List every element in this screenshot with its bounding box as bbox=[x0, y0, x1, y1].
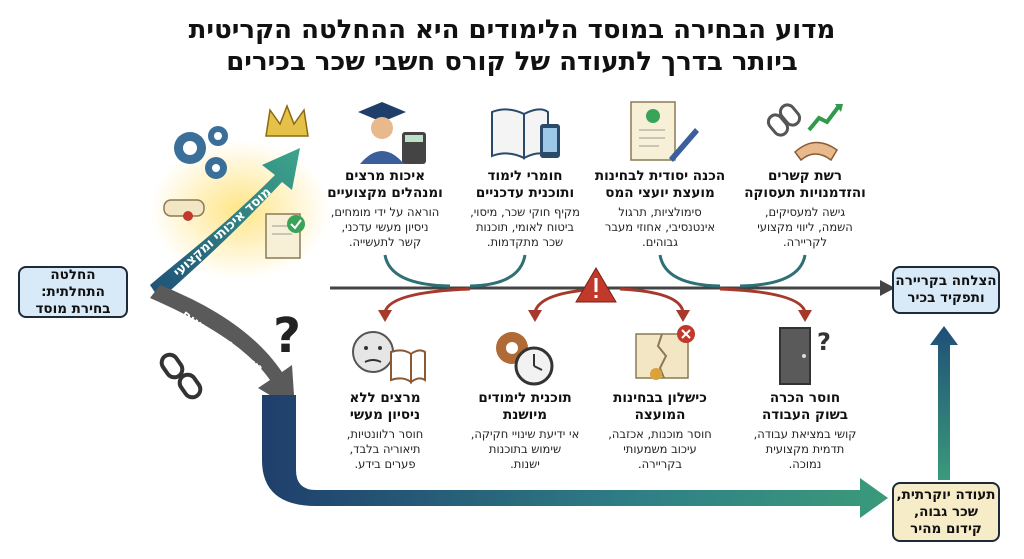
card-desc: אי ידיעת שינויי חקיקה, bbox=[470, 427, 580, 441]
book-tablet-icon bbox=[491, 108, 560, 160]
scroll-icon bbox=[163, 199, 205, 221]
page-title-line2: ביותר בדרך לתעודה של קורס חשבי שכר בכירי… bbox=[226, 47, 798, 77]
svg-text:?: ? bbox=[273, 308, 301, 364]
certificate-check-icon bbox=[265, 213, 305, 259]
card-title: ניסיון מעשי bbox=[349, 407, 421, 423]
card-title: איכות מרצים bbox=[344, 168, 426, 184]
card-title: תוכנית לימודים bbox=[478, 390, 572, 406]
card-title: מרצים ללא bbox=[349, 390, 421, 406]
card-desc: שימוש בתוכנות bbox=[488, 442, 562, 456]
card-desc: גבוהים. bbox=[642, 235, 678, 249]
graduate-calculator-icon bbox=[358, 102, 426, 164]
card-desc: ניסיון מעשי עדכני, bbox=[341, 220, 429, 234]
card-desc: הוראה על ידי מומחים, bbox=[330, 205, 440, 219]
card-desc: תיאוריה בלבד, bbox=[349, 442, 421, 456]
success-box-line1: הצלחה בקריירה bbox=[895, 273, 997, 289]
card-desc: בקריירה. bbox=[637, 457, 683, 471]
card-title: מיושנת bbox=[503, 407, 547, 423]
card-desc: גישה למעסיקים, bbox=[764, 205, 846, 219]
negative-card-no-recognition: חוסר הכרה בשוק העבודה קושי במציאת עבודה,… bbox=[735, 390, 875, 472]
handshake-chain-icon bbox=[766, 103, 843, 162]
card-desc: סימולציות, תרגול bbox=[618, 205, 702, 219]
card-title: ותוכנית עדכניים bbox=[475, 185, 575, 201]
quality-path-arrow bbox=[150, 148, 300, 300]
diploma-box-line2: שכר גבוה, bbox=[914, 503, 979, 520]
card-desc: מקיף חוקי שכר, מיסוי, bbox=[470, 205, 580, 219]
card-title: בשוק העבודה bbox=[761, 407, 849, 423]
card-title: רשת קשרים bbox=[768, 168, 842, 184]
diploma-box: תעודה יוקרתית, שכר גבוה, קידום מהיר bbox=[892, 482, 1000, 542]
torn-certificate-icon bbox=[635, 325, 695, 380]
positive-card-exam-prep: הכנה יסודית לבחינות מועצת יועצי המס סימו… bbox=[590, 168, 730, 250]
negative-card-exam-failure: כישלון בבחינות המועצה חוסר מוכנות, אכזבה… bbox=[590, 390, 730, 472]
negative-card-inexperienced-lecturers: מרצים ללא ניסיון מעשי חוסר רלוונטיות, תי… bbox=[315, 390, 455, 472]
certificate-pen-icon bbox=[630, 101, 699, 162]
success-box: הצלחה בקריירה ותפקיד בכיר bbox=[892, 266, 1000, 314]
positive-card-lecturers: איכות מרצים ומנהלים מקצועיים הוראה על יד… bbox=[315, 168, 455, 250]
broken-chain-icon bbox=[159, 352, 203, 400]
success-box-line2: ותפקיד בכיר bbox=[907, 290, 985, 306]
card-desc: נמוכה. bbox=[788, 457, 822, 471]
card-desc: ישנות. bbox=[510, 457, 540, 471]
bottom-path-arrow bbox=[262, 395, 888, 518]
card-title: המועצה bbox=[634, 407, 686, 423]
card-title: ומנהלים מקצועיים bbox=[327, 185, 443, 201]
decision-box-line1: החלטה התחלתית: bbox=[41, 266, 105, 300]
card-desc: השמה, ליווי מקצועי bbox=[757, 220, 853, 234]
gears-icon bbox=[174, 126, 228, 179]
diploma-box-line3: קידום מהיר bbox=[910, 520, 982, 537]
card-desc: חוסר מוכנות, אכזבה, bbox=[608, 427, 712, 441]
card-title: כישלון בבחינות bbox=[613, 390, 707, 406]
closed-door-icon: ? bbox=[779, 327, 831, 385]
card-desc: אינטנסיבי, אחוזי מעבר bbox=[604, 220, 716, 234]
positive-card-networking: רשת קשרים והזדמנויות תעסוקה גישה למעסיקי… bbox=[735, 168, 875, 250]
card-desc: חוסר רלוונטיות, bbox=[346, 427, 424, 441]
card-desc: קושי במציאת עבודה, bbox=[753, 427, 857, 441]
card-title: חוסר הכרה bbox=[769, 390, 841, 406]
card-title: מועצת יועצי המס bbox=[605, 185, 715, 201]
card-desc: שכר מתקדמות. bbox=[486, 235, 564, 249]
confused-face-book-icon bbox=[352, 331, 426, 384]
page-title-line1: מדוע הבחירה במוסד הלימודים היא ההחלטה הק… bbox=[188, 15, 836, 45]
positive-card-materials: חומרי לימוד ותוכנית עדכניים מקיף חוקי שכ… bbox=[455, 168, 595, 250]
card-title: והזדמנויות תעסוקה bbox=[744, 185, 866, 201]
card-desc: עיכוב משמעותי bbox=[623, 442, 697, 456]
upward-arrow bbox=[930, 326, 958, 480]
card-desc: קשר לתעשייה. bbox=[348, 235, 422, 249]
decision-box: החלטה התחלתית: בחירת מוסד bbox=[18, 266, 128, 318]
decision-box-line2: בחירת מוסד bbox=[35, 300, 111, 317]
rusty-gears-clock-icon bbox=[496, 332, 554, 386]
card-desc: תדמית מקצועית bbox=[765, 442, 845, 456]
card-title: חומרי לימוד bbox=[487, 168, 563, 184]
question-mark-icon: ? bbox=[273, 308, 301, 364]
diploma-box-line1: תעודה יוקרתית, bbox=[896, 486, 996, 503]
svg-text:?: ? bbox=[817, 328, 831, 356]
warning-icon bbox=[575, 267, 617, 303]
crown-icon bbox=[265, 103, 309, 137]
card-title: הכנה יסודית לבחינות bbox=[594, 168, 726, 184]
card-desc: ביטוח לאומי, תוכנות bbox=[475, 220, 575, 234]
card-desc: פערים בידע. bbox=[354, 457, 416, 471]
card-desc: לקריירה. bbox=[783, 235, 827, 249]
negative-card-outdated-curriculum: תוכנית לימודים מיושנת אי ידיעת שינויי חק… bbox=[455, 390, 595, 472]
